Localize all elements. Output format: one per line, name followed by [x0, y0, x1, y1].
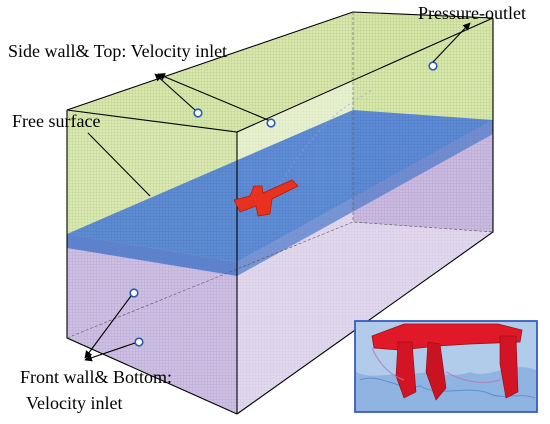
arrow-top	[157, 73, 269, 121]
wake-trace	[267, 89, 373, 201]
inset-body-shadow	[371, 347, 501, 384]
inset-body-hull-left	[395, 341, 417, 399]
label-pressure-outlet: Pressure-outlet	[418, 3, 526, 23]
inset-body-hull-mid	[425, 341, 447, 401]
free-surface-edge	[67, 234, 237, 276]
floating-body	[233, 179, 299, 217]
annotation-arrows	[84, 22, 471, 362]
marker-pressure-outlet	[428, 61, 438, 71]
domain-box	[66, 11, 494, 415]
left-side-water	[67, 234, 237, 414]
label-front-wall-bottom-line2: Velocity inlet	[26, 393, 123, 413]
inset-water-waves	[359, 377, 536, 399]
label-front-wall-bottom-line1: Front wall& Bottom:	[20, 367, 173, 387]
inset-body-hull-right	[499, 335, 519, 399]
inset-view	[354, 320, 538, 413]
marker-front-wall	[129, 288, 139, 298]
label-free-surface: Free surface	[12, 111, 101, 131]
front-face-water	[237, 120, 493, 414]
annotation-markers	[129, 61, 438, 347]
free-surface-edge-front	[237, 120, 493, 276]
arrow-front-wall	[84, 295, 132, 359]
arrow-bottom	[84, 342, 136, 362]
label-side-wall-top: Side wall& Top: Velocity inlet	[8, 41, 228, 61]
marker-bottom	[134, 337, 144, 347]
marker-top	[266, 118, 276, 128]
arrow-free-surface	[87, 132, 151, 197]
arrow-pressure-outlet	[432, 22, 471, 63]
marker-side-wall	[193, 108, 203, 118]
